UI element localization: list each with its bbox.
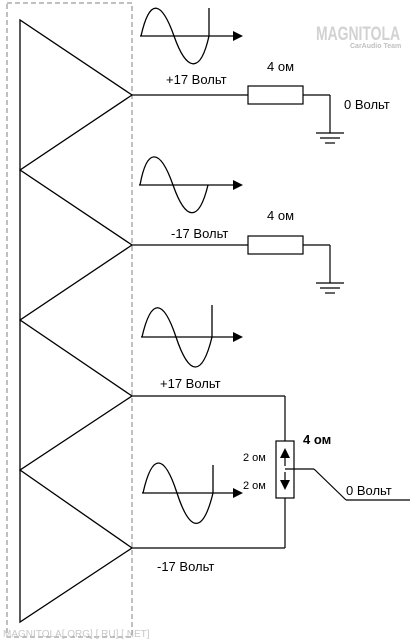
section3-voltage-top-label: +17 Вольт <box>160 376 221 391</box>
section2-wiring <box>132 235 331 283</box>
section1-voltage-label: +17 Вольт <box>166 72 227 87</box>
section1-wiring <box>132 85 331 133</box>
section3-resistor-upper-label: 2 ом <box>243 452 266 464</box>
section2-voltage-label: -17 Вольт <box>171 226 228 241</box>
sine-wave-icon <box>140 7 243 65</box>
amplifier-triangle-icon <box>19 168 134 322</box>
magnitola-logo: MAGNITOLA CarAudio Team <box>316 24 401 50</box>
amplifier-triangle-icon <box>19 318 134 472</box>
arrow-up-icon <box>280 448 290 466</box>
section3-wiring <box>132 395 410 549</box>
section3-voltage-bottom-label: -17 Вольт <box>157 559 214 574</box>
section1-resistor-label: 4 ом <box>267 59 294 74</box>
logo-text: MAGNITOLA <box>316 24 400 45</box>
sine-wave-icon <box>139 156 243 214</box>
section3-resistor-lower-label: 2 ом <box>243 480 266 492</box>
section1-ground-label: 0 Вольт <box>344 97 390 112</box>
amplifier-triangle-icon <box>19 468 134 624</box>
arrow-down-icon <box>280 472 290 490</box>
section3-resistor-total-label: 4 ом <box>303 432 331 447</box>
logo-subtext: CarAudio Team <box>350 43 401 50</box>
amplifier-enclosure <box>6 2 133 638</box>
resistor-icon <box>247 235 304 255</box>
ground-icon <box>316 132 344 144</box>
footer-watermark: MAGNITOLA[.ORG] [.RU] [.NET] <box>3 629 150 640</box>
section3-midpoint-label: 0 Вольт <box>346 483 392 498</box>
sine-wave-icon <box>142 462 243 524</box>
amplifier-triangle-icon <box>19 18 134 172</box>
resistor-icon <box>247 85 304 105</box>
ground-icon <box>316 282 344 294</box>
section2-resistor-label: 4 ом <box>267 208 294 223</box>
amplifier-triangles <box>19 18 134 624</box>
sine-wave-icon <box>141 305 243 368</box>
